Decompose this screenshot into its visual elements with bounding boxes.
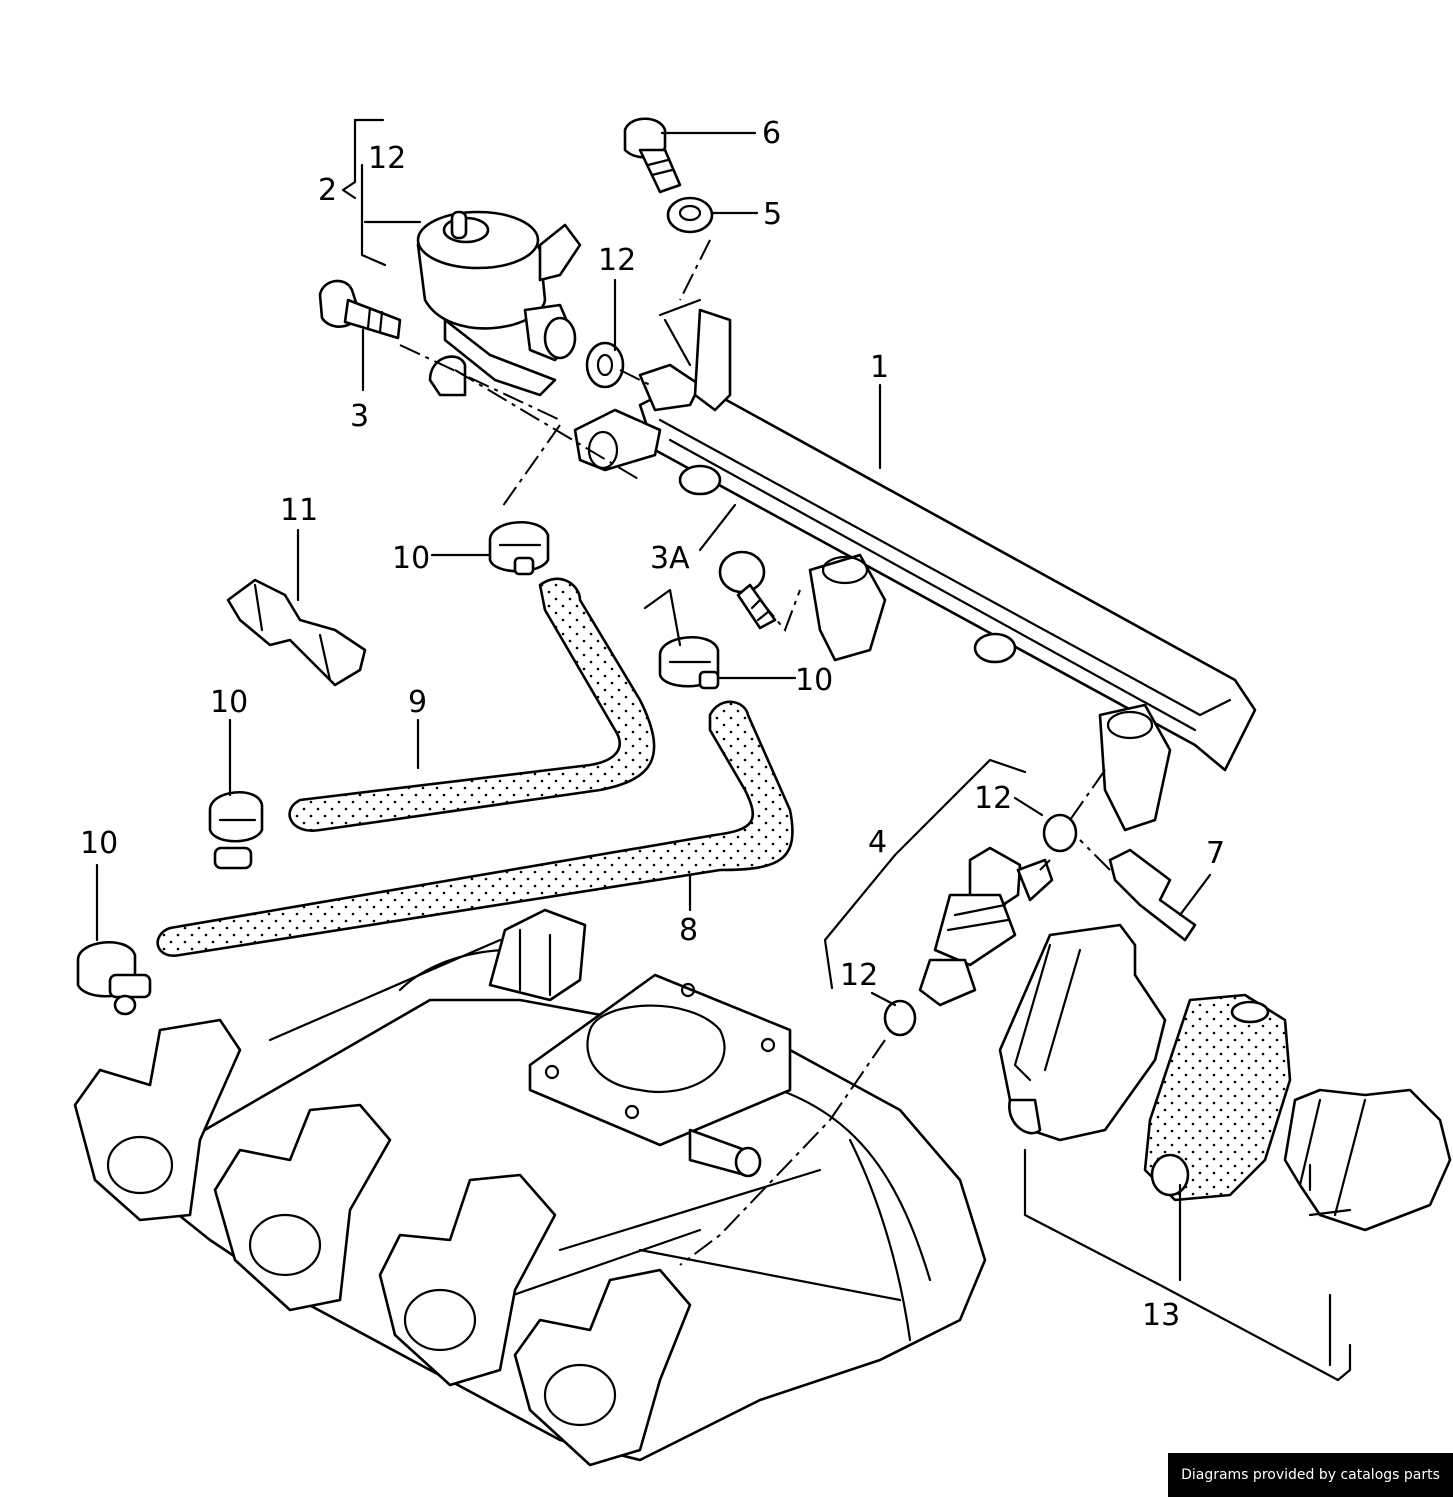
hose-clamp-10-left[interactable] [208,791,264,870]
callout-12: 12 [974,781,1012,816]
credit-badge: Diagrams provided by catalogs parts [1168,1453,1453,1497]
hose-clamp-10-top[interactable] [488,521,550,576]
callout-12: 12 [840,958,878,993]
hose-clip-11[interactable] [226,578,367,687]
bolt-3[interactable] [318,279,402,340]
hose-clamp-10-far-left[interactable] [76,941,152,1016]
callout-13: 13 [1142,1298,1180,1333]
connector-13-center[interactable] [1143,993,1292,1202]
clip-7[interactable] [1108,848,1197,942]
fuel-rail[interactable] [573,298,1257,832]
callout-12: 12 [368,141,406,176]
callout-8: 8 [679,913,698,948]
o-ring-12-lower[interactable] [883,999,917,1037]
callout-12: 12 [598,243,636,278]
callout-3: 3 [350,399,369,434]
bolt-3a[interactable] [718,550,777,630]
callout-10: 10 [392,541,430,576]
callout-11: 11 [280,493,318,528]
callout-5: 5 [763,197,782,232]
callout-labels: 6 5 12 2 12 1 3 11 10 3A 10 10 9 12 4 7 … [80,116,1225,1333]
connector-13-right[interactable] [1283,1088,1452,1232]
o-ring-12-right[interactable] [1042,813,1078,853]
bolt-6[interactable] [623,117,682,194]
callout-6: 6 [762,116,781,151]
o-ring-12-top[interactable] [585,341,625,389]
injector-4[interactable] [918,846,1054,1007]
callout-10: 10 [80,826,118,861]
callout-3a: 3A [650,541,690,576]
pressure-regulator[interactable] [416,210,582,397]
callout-4: 4 [868,825,887,860]
callout-9: 9 [408,685,427,720]
intake-manifold[interactable] [73,908,987,1467]
hose-clamp-10-mid[interactable] [658,636,720,690]
washer-5[interactable] [666,196,714,234]
callout-1: 1 [870,350,889,385]
connector-13-left[interactable] [998,923,1167,1142]
callout-10: 10 [795,663,833,698]
callout-10: 10 [210,685,248,720]
leader-lines [95,118,1352,1382]
callout-2: 2 [318,173,337,208]
hose-9[interactable] [288,577,656,832]
callout-7: 7 [1206,836,1225,871]
hose-8[interactable] [156,700,794,957]
